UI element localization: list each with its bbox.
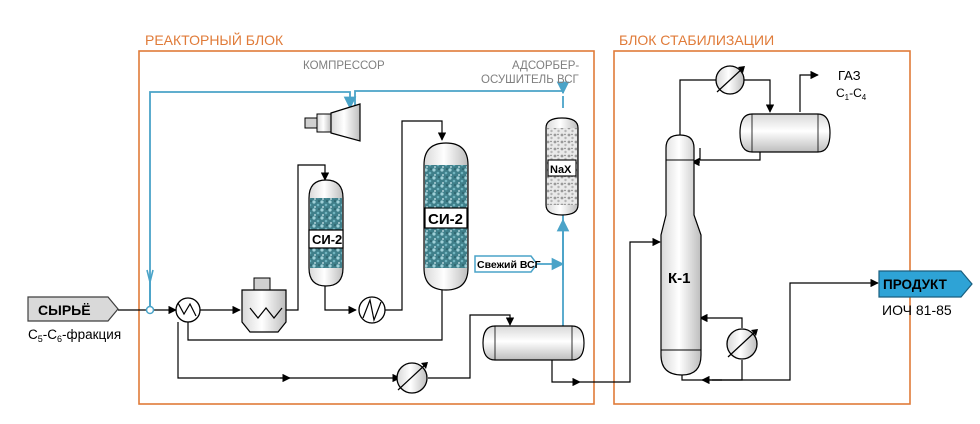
adsorber-dryer[interactable] [545, 117, 579, 216]
product-cooler[interactable] [396, 362, 428, 394]
compressor-label: КОМПРЕССОР [303, 60, 385, 72]
adsorber-label-1: АДСОРБЕР- [512, 60, 579, 72]
reactor-1[interactable] [308, 179, 344, 287]
adsorbent-label: NaX [550, 164, 572, 176]
product-subtitle: ИОЧ 81-85 [882, 302, 952, 318]
feed-effluent-exchanger[interactable] [175, 297, 201, 323]
product-tag[interactable]: ПРОДУКТ [878, 270, 973, 298]
separator[interactable] [482, 325, 585, 361]
adsorber-label-2: ОСУШИТЕЛЬ ВСГ [481, 74, 580, 86]
overhead-condenser[interactable] [715, 65, 745, 95]
reboiler[interactable] [726, 328, 758, 360]
fresh-gas-tag[interactable]: Свежий ВСГ [474, 255, 541, 273]
reactor-1-label: СИ-2 [312, 232, 342, 247]
process-lines [118, 70, 879, 387]
fresh-gas-label: Свежий ВСГ [477, 259, 541, 271]
column-k1[interactable] [660, 134, 702, 376]
feed-junction [145, 305, 155, 315]
compressor[interactable] [304, 103, 361, 142]
stabilization-block-frame [613, 50, 911, 405]
furnace[interactable] [241, 277, 287, 333]
product-tag-label: ПРОДУКТ [883, 277, 948, 292]
gas-outlet-subtitle: С1-С4 [836, 86, 867, 102]
reactor-2-label: СИ-2 [428, 211, 463, 228]
feed-subtitle: С5-С6-фракция [28, 327, 121, 344]
feed-tag[interactable]: СЫРЬЁ [27, 296, 119, 322]
stabilization-block-label: БЛОК СТАБИЛИЗАЦИИ [619, 32, 774, 48]
reactor-2[interactable] [423, 142, 469, 291]
interstage-exchanger[interactable] [358, 296, 386, 324]
gas-outlet-label: ГАЗ [838, 68, 861, 83]
feed-tag-label: СЫРЬЁ [38, 302, 91, 318]
reactor-block-frame [138, 50, 595, 405]
column-label: К-1 [668, 270, 691, 287]
reflux-drum[interactable] [739, 113, 831, 153]
reactor-block-label: РЕАКТОРНЫЙ БЛОК [145, 31, 284, 48]
